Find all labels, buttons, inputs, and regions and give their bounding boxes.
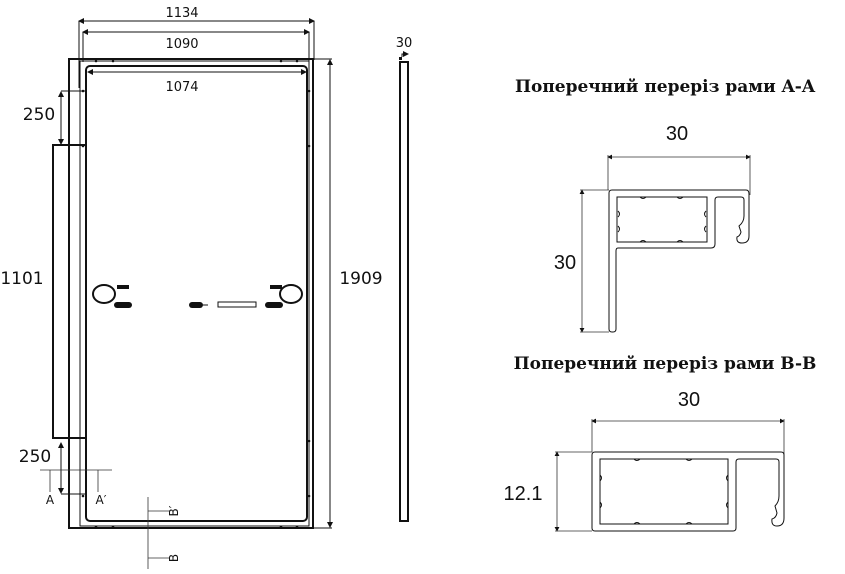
dim-width-outer: 1134 bbox=[165, 6, 198, 21]
side-thickness: 30 bbox=[396, 36, 413, 51]
section-b-width: 30 bbox=[678, 389, 700, 411]
section-b-marker: B′ B bbox=[147, 497, 181, 569]
section-b-prime-label: B′ bbox=[167, 505, 181, 516]
section-a-prime-label: A′ bbox=[96, 493, 107, 507]
junction-box-icon bbox=[217, 301, 257, 308]
dim-width-inner: 1074 bbox=[165, 80, 198, 95]
dim-line-1101 bbox=[52, 144, 86, 439]
section-a-width: 30 bbox=[666, 123, 688, 145]
section-a-title: Поперечний переріз рами A-A bbox=[515, 77, 816, 97]
dim-mount-offset-top: 250 bbox=[23, 105, 55, 125]
section-a-height: 30 bbox=[554, 252, 576, 274]
frame-profile-a bbox=[608, 189, 750, 333]
dim-width-frame: 1090 bbox=[165, 37, 198, 52]
panel-side-view: 30 bbox=[396, 36, 413, 522]
mounting-holes bbox=[81, 59, 311, 529]
connector-icon bbox=[270, 285, 282, 289]
connector-icon bbox=[117, 285, 129, 289]
section-b-title: Поперечний переріз рами B-B bbox=[514, 354, 817, 374]
cable-loop-left bbox=[92, 284, 116, 304]
section-b-height: 12.1 bbox=[504, 483, 543, 505]
section-a-a: Поперечний переріз рами A-A 30 30 bbox=[515, 77, 816, 333]
cable-loop-right bbox=[279, 284, 303, 304]
panel-frame-line bbox=[79, 60, 310, 527]
dim-mount-offset-bottom: 250 bbox=[19, 447, 51, 467]
frame-profile-b bbox=[591, 451, 785, 532]
section-a-marker: A A′ bbox=[40, 469, 112, 507]
connector-icon bbox=[265, 302, 283, 308]
section-b-label: B bbox=[167, 554, 181, 562]
junction-box-cables bbox=[92, 284, 303, 308]
section-a-label: A bbox=[46, 493, 55, 507]
panel-front-view: 1134 1090 1074 1909 250 1101 250 A A′ bbox=[0, 6, 383, 569]
connector-icon bbox=[189, 302, 203, 308]
dim-mount-spacing: 1101 bbox=[0, 269, 43, 289]
dim-height-total: 1909 bbox=[339, 269, 382, 289]
connector-icon bbox=[114, 302, 132, 308]
panel-outer-frame bbox=[68, 58, 314, 529]
section-b-b: Поперечний переріз рами B-B 30 12.1 bbox=[504, 354, 817, 532]
panel-side-frame bbox=[399, 61, 409, 522]
panel-inner-edge bbox=[85, 65, 308, 522]
